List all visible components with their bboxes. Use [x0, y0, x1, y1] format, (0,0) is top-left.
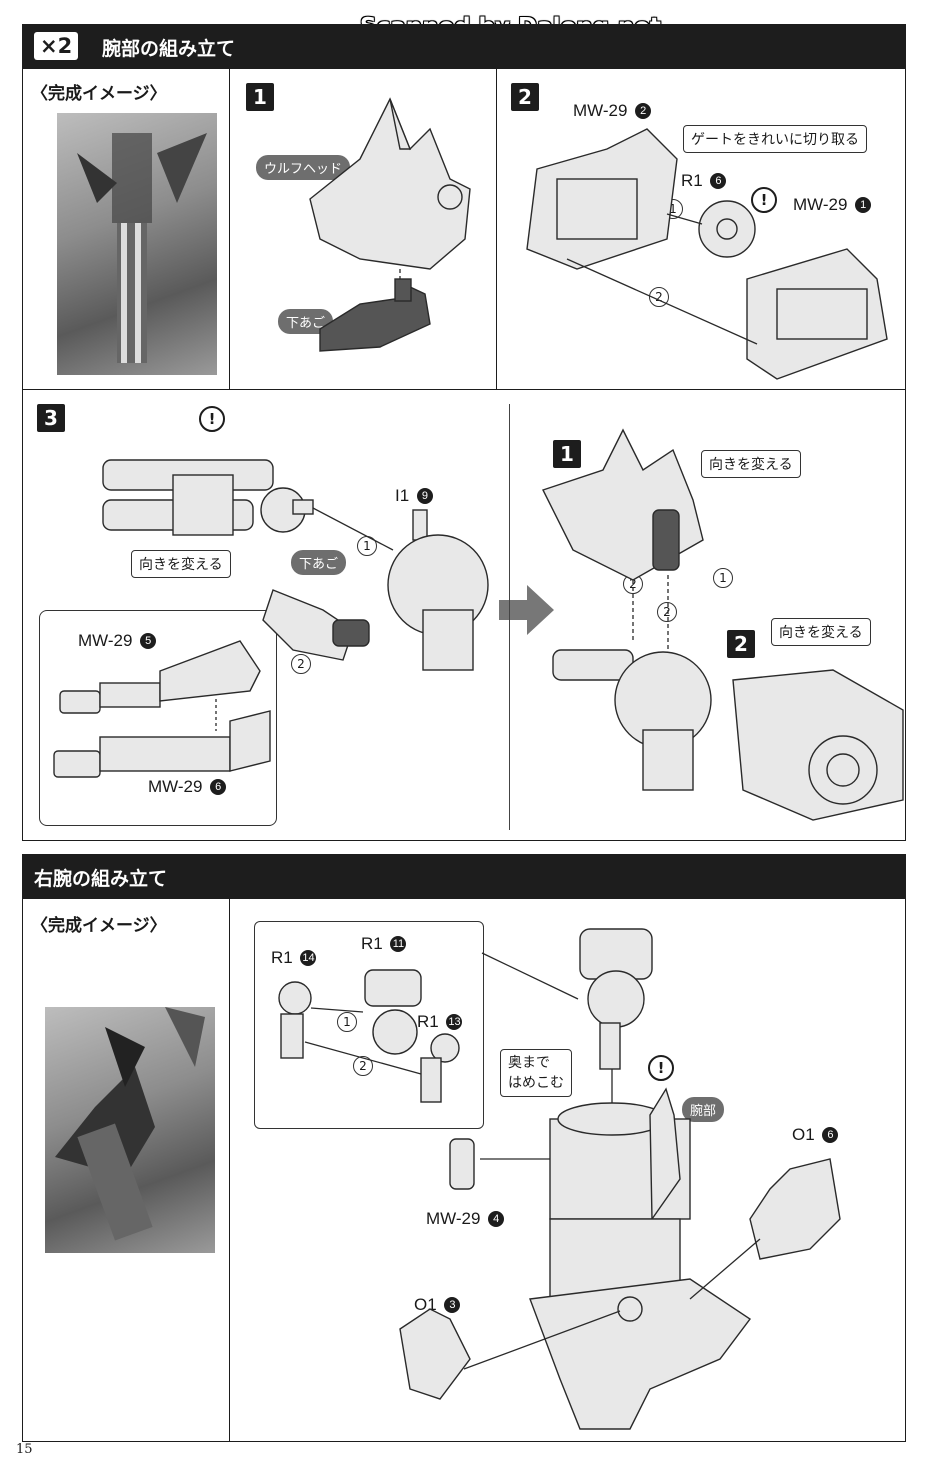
part-r1-11: R1 11 — [361, 934, 407, 954]
part-code: MW-29 — [573, 101, 628, 120]
part-num: 2 — [635, 103, 652, 119]
step1-panel: 1 ウルフヘッド 下あご — [229, 68, 497, 390]
section-header-right-arm: 右腕の組み立て — [22, 854, 906, 898]
caution-icon: ! — [199, 406, 225, 432]
divider — [509, 404, 510, 830]
order-marker-1: 1 — [713, 568, 733, 588]
wolf-head-label: ウルフヘッド — [256, 155, 351, 180]
gate-note: ゲートをきれいに切り取る — [683, 125, 867, 153]
part-num: 13 — [446, 1014, 463, 1030]
combine-drawing — [542, 428, 904, 821]
part-code: I1 — [395, 486, 410, 505]
part-code: R1 — [361, 934, 383, 953]
page-number: 15 — [16, 1442, 33, 1457]
caution-icon: ! — [751, 187, 777, 213]
lower-jaw-label: 下あご — [291, 550, 347, 575]
detail-box: MW-29 5 MW-29 6 — [39, 610, 277, 826]
part-code: MW-29 — [426, 1209, 481, 1228]
section-header-arm: ×2 腕部の組み立て — [22, 24, 906, 68]
part-num: 11 — [390, 936, 407, 952]
sub-step-number: 1 — [553, 440, 581, 468]
caution-icon: ! — [648, 1055, 674, 1081]
step3-drawing — [102, 459, 489, 671]
shoulder-parts-drawing — [278, 969, 460, 1103]
section-title: 右腕の組み立て — [34, 868, 168, 890]
part-code: MW-29 — [78, 631, 133, 650]
completed-image-panel: 〈完成イメージ〉 — [22, 68, 230, 390]
next-arrow-icon — [499, 585, 554, 635]
wolf-head-drawing — [309, 97, 471, 352]
step3-panel: 3 ! I1 9 下あご 向きを変える 1 2 MW-29 5 MW-29 6 — [22, 389, 906, 841]
part-num: 6 — [710, 173, 727, 189]
part-num: 6 — [210, 779, 227, 795]
step-number: 3 — [37, 404, 65, 432]
step2-panel: 2 MW-29 2 ゲートをきれいに切り取る R1 6 ! MW-29 1 1 … — [496, 68, 906, 390]
turn-note: 向きを変える — [771, 618, 871, 646]
part-num: 3 — [444, 1297, 461, 1313]
order-marker-2: 2 — [353, 1056, 373, 1076]
part-code: R1 — [417, 1012, 439, 1031]
completed-image-panel-2: 〈完成イメージ〉 — [22, 898, 230, 1442]
completed-photo — [45, 1007, 215, 1253]
order-marker-2: 2 — [291, 654, 311, 674]
part-code: R1 — [271, 948, 293, 967]
part-code: MW-29 — [148, 777, 203, 796]
part-mw29-1: MW-29 1 — [793, 195, 872, 215]
insert-note-line: 奥まで — [508, 1055, 550, 1071]
barrel-parts-drawing — [53, 640, 271, 778]
right-arm-step-panel: R1 14 R1 11 R1 13 1 2 奥まで はめこむ ! 腕部 MW-2… — [229, 898, 906, 1442]
part-num: 9 — [416, 488, 433, 504]
step-number: 1 — [246, 83, 274, 111]
turn-note: 向きを変える — [131, 550, 231, 578]
order-marker-2: 2 — [657, 602, 677, 622]
part-o1-6: O1 6 — [792, 1125, 839, 1145]
section-title: 腕部の組み立て — [102, 38, 236, 60]
completed-photo — [57, 113, 217, 375]
part-num: 6 — [822, 1127, 839, 1143]
insert-note: 奥まで はめこむ — [500, 1049, 572, 1097]
part-num: 1 — [855, 197, 872, 213]
part-r1-6: R1 6 — [681, 171, 727, 191]
step2-drawing — [526, 128, 888, 380]
part-num: 14 — [300, 950, 317, 966]
part-num: 5 — [140, 633, 157, 649]
part-mw29-4: MW-29 4 — [426, 1209, 505, 1229]
detail-box: R1 14 R1 11 R1 13 1 2 — [254, 921, 484, 1129]
part-mw29-5: MW-29 5 — [78, 631, 157, 651]
part-code: MW-29 — [793, 195, 848, 214]
step-number: 2 — [511, 83, 539, 111]
part-mw29-2: MW-29 2 — [573, 101, 652, 121]
part-r1-14: R1 14 — [271, 948, 317, 968]
completed-image-label: 〈完成イメージ〉 — [31, 84, 167, 104]
part-code: R1 — [681, 171, 703, 190]
part-num: 4 — [488, 1211, 505, 1227]
turn-note: 向きを変える — [701, 450, 801, 478]
sub-step-number: 2 — [727, 630, 755, 658]
insert-note-line: はめこむ — [508, 1075, 564, 1091]
right-arm-silhouette — [55, 1007, 205, 1241]
part-r1-13: R1 13 — [417, 1012, 463, 1032]
part-mw29-6: MW-29 6 — [148, 777, 227, 797]
completed-image-label: 〈完成イメージ〉 — [31, 916, 167, 936]
multiplier-badge: ×2 — [34, 32, 79, 60]
part-i1-9: I1 9 — [395, 486, 433, 506]
part-code: O1 — [792, 1125, 815, 1144]
arm-label: 腕部 — [682, 1097, 725, 1122]
gatling-silhouette — [77, 133, 207, 363]
right-arm-drawing — [399, 928, 841, 1430]
order-marker-1: 1 — [337, 1012, 357, 1032]
